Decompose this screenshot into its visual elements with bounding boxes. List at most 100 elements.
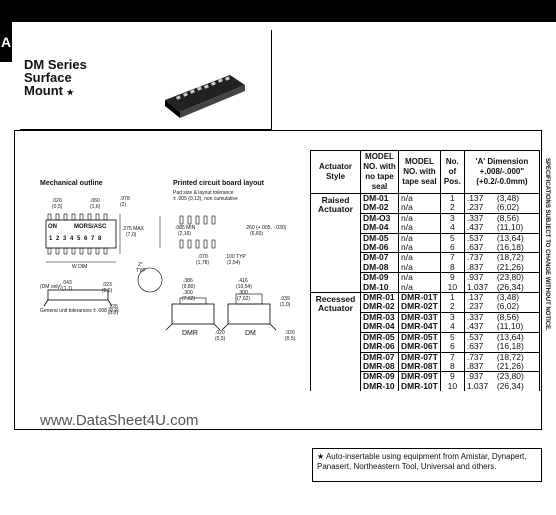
model-no-cell: DM-04 — [360, 223, 399, 234]
a-dim-inch: .837 — [466, 360, 484, 371]
dim-060: .060 — [90, 198, 100, 204]
a-dim-mm: (8,56) — [496, 311, 520, 322]
switch-numbers: 1 2 3 4 5 6 7 8 — [49, 236, 103, 242]
model-tape-cell: DMR-06T — [398, 341, 441, 352]
dim-260: .260 (+.005, -.030) — [245, 225, 287, 231]
a-dim-cell: .237(6,02) — [463, 202, 541, 214]
model-no-cell: DMR-02 — [360, 302, 399, 313]
section-tab-letter: A — [0, 34, 12, 50]
a-dim-mm: (23,80) — [496, 371, 524, 382]
model-no-cell: DM-07 — [360, 252, 399, 263]
a-dim-inch: .137 — [466, 292, 484, 303]
positions-cell: 2 — [439, 302, 465, 313]
model-tape-cell: n/a — [398, 223, 441, 234]
model-tape-cell: DMR-10T — [398, 381, 441, 392]
a-dim-mm: (21,26) — [496, 261, 524, 272]
model-tape-cell: DMR-04T — [398, 322, 441, 333]
dim-085: .085 MIN — [175, 225, 196, 231]
model-no-cell: DM-08 — [360, 262, 399, 273]
a-dim-inch: .237 — [466, 301, 484, 312]
watermark: www.DataSheet4U.com — [40, 412, 199, 429]
col-model-tape: MODEL NO. with tape seal — [398, 150, 441, 194]
a-dim-mm: (16,18) — [496, 242, 524, 253]
dim-085-mm: (2,16) — [178, 231, 192, 237]
a-dim-inch: .637 — [466, 341, 484, 352]
a-dim-mm: (6,02) — [496, 301, 520, 312]
dim-078-mm: (2) — [120, 202, 127, 208]
dim-416-mm: (10,54) — [236, 284, 252, 290]
dim-416: .416 — [238, 278, 248, 284]
a-dim-cell: .637(16,18) — [463, 242, 541, 253]
model-no-cell: DMR-04 — [360, 322, 399, 333]
dim-300a: .300 — [183, 290, 193, 296]
dim-023-mm: (0,6) — [102, 288, 113, 294]
pcb-note-2: ± .005 (0,13), non cumulative — [173, 196, 238, 202]
model-no-cell: DM-02 — [360, 203, 399, 214]
positions-cell: 4 — [439, 223, 465, 234]
a-dim-inch: .437 — [466, 222, 484, 233]
a-dim-mm: (18,72) — [496, 351, 524, 362]
a-dim-mm: (21,26) — [496, 360, 524, 371]
a-dim-cell: .637(16,18) — [463, 341, 541, 352]
a-dim-inch: .137 — [466, 193, 484, 203]
dim-260-mm: (6,60) — [250, 231, 264, 237]
positions-cell: 6 — [439, 341, 465, 352]
footnote-box: ★ Auto-insertable using equipment from A… — [312, 448, 542, 482]
a-dim-mm: (26,34) — [496, 281, 524, 292]
model-no-cell: DM-10 — [360, 282, 399, 293]
a-dim-inch: 1.037 — [466, 281, 489, 292]
dim-020-mm: (0,5) — [52, 204, 63, 210]
a-dim-cell: .137(3,48) — [463, 292, 541, 303]
model-no-cell: DMR-09 — [360, 371, 399, 382]
tolerance-note: General unit tolerances ± .008 (0,2) — [40, 308, 119, 314]
title-box: DM Series Surface Mount ★ — [20, 30, 272, 130]
a-dim-cell: .937(23,80) — [463, 272, 541, 283]
dim-126: .126 — [108, 304, 118, 310]
col-positions: No. of Pos. — [439, 150, 465, 194]
col-actuator-style: Actuator Style — [310, 150, 361, 194]
model-tape-cell: DMR-08T — [398, 361, 441, 372]
model-no-cell: DM-06 — [360, 242, 399, 253]
dim-300b-mm: (7,62) — [237, 296, 251, 302]
dim-275-mm: (7,0) — [126, 232, 137, 238]
label-dmr: DMR — [182, 330, 198, 337]
top-bar — [0, 0, 556, 22]
dim-dm-only: (DM only) — [40, 284, 62, 290]
model-no-cell: DM-05 — [360, 232, 399, 244]
main-box — [14, 130, 542, 430]
title-line-2: Surface — [24, 70, 72, 85]
dim-300b: .300 — [238, 290, 248, 296]
actuator-style-cell: Raised Actuator — [310, 192, 361, 293]
dim-2deg: 2° — [138, 262, 143, 268]
positions-cell: 6 — [439, 242, 465, 253]
dim-126-mm: (3,2) — [108, 310, 119, 316]
dim-100-mm: (2,54) — [227, 260, 241, 266]
footnote-text: ★ Auto-insertable using equipment from A… — [317, 452, 527, 471]
positions-cell: 10 — [439, 282, 465, 293]
title-line-1: DM Series — [24, 57, 87, 72]
mechanical-drawing — [43, 213, 277, 331]
dim-043: .043 — [62, 280, 72, 286]
a-dim-inch: .337 — [466, 212, 484, 223]
switch-brand-label: MORS/ASC — [74, 224, 107, 230]
a-dim-cell: .137(3,48) — [463, 193, 541, 204]
dim-020: .020 — [52, 198, 62, 204]
model-tape-cell: n/a — [398, 242, 441, 253]
a-dim-mm: (11,10) — [496, 222, 524, 233]
a-dim-cell: .937(23,80) — [463, 371, 541, 382]
a-dim-mm: (8,56) — [496, 212, 520, 223]
model-no-cell: DMR-05 — [360, 331, 399, 343]
a-dim-cell: .737(18,72) — [463, 351, 541, 362]
